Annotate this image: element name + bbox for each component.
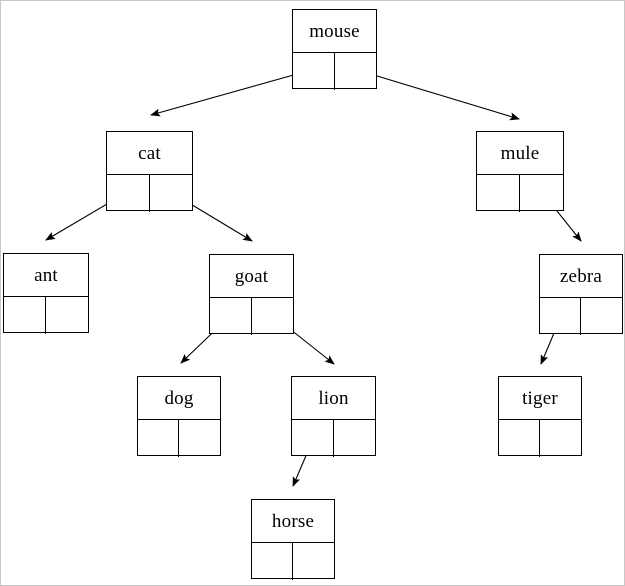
right-pointer-cell[interactable] <box>335 53 377 90</box>
tree-node-label: dog <box>138 377 220 420</box>
left-pointer-cell[interactable] <box>210 298 252 335</box>
left-pointer-cell[interactable] <box>107 175 150 212</box>
right-pointer-cell[interactable] <box>252 298 294 335</box>
right-pointer-cell[interactable] <box>293 543 334 580</box>
tree-node-dog[interactable]: dog <box>137 376 221 457</box>
left-pointer-cell[interactable] <box>477 175 520 212</box>
left-pointer-cell[interactable] <box>292 420 334 457</box>
left-pointer-cell[interactable] <box>293 53 335 90</box>
tree-node-label: mouse <box>293 10 376 53</box>
tree-node-lion[interactable]: lion <box>291 376 376 457</box>
right-pointer-cell[interactable] <box>46 297 88 334</box>
tree-node-mule[interactable]: mule <box>476 131 564 212</box>
left-pointer-cell[interactable] <box>499 420 540 457</box>
tree-node-cat[interactable]: cat <box>106 131 193 212</box>
tree-node-goat[interactable]: goat <box>209 254 294 335</box>
tree-node-label: cat <box>107 132 192 175</box>
tree-node-label: tiger <box>499 377 581 420</box>
tree-node-pointer-row <box>292 420 375 457</box>
right-pointer-cell[interactable] <box>334 420 376 457</box>
right-pointer-cell[interactable] <box>540 420 581 457</box>
tree-node-pointer-row <box>293 53 376 90</box>
tree-edge-mouse-to-cat <box>150 68 316 117</box>
tree-node-pointer-row <box>4 297 88 334</box>
left-pointer-cell[interactable] <box>138 420 179 457</box>
left-pointer-cell[interactable] <box>540 298 581 335</box>
tree-edge-mouse-to-mule <box>353 68 520 121</box>
right-pointer-cell[interactable] <box>179 420 220 457</box>
tree-node-pointer-row <box>210 298 293 335</box>
tree-node-pointer-row <box>540 298 622 335</box>
tree-node-pointer-row <box>107 175 192 212</box>
tree-node-pointer-row <box>252 543 334 580</box>
tree-node-label: mule <box>477 132 563 175</box>
right-pointer-cell[interactable] <box>150 175 193 212</box>
tree-node-label: goat <box>210 255 293 298</box>
tree-node-label: horse <box>252 500 334 543</box>
tree-node-label: ant <box>4 254 88 297</box>
tree-node-pointer-row <box>138 420 220 457</box>
tree-node-zebra[interactable]: zebra <box>539 254 623 335</box>
right-pointer-cell[interactable] <box>520 175 563 212</box>
left-pointer-cell[interactable] <box>252 543 293 580</box>
tree-node-label: lion <box>292 377 375 420</box>
tree-node-tiger[interactable]: tiger <box>498 376 582 457</box>
right-pointer-cell[interactable] <box>581 298 622 335</box>
tree-node-horse[interactable]: horse <box>251 499 335 580</box>
left-pointer-cell[interactable] <box>4 297 46 334</box>
tree-node-pointer-row <box>477 175 563 212</box>
tree-node-mouse[interactable]: mouse <box>292 9 377 90</box>
tree-node-ant[interactable]: ant <box>3 253 89 334</box>
tree-node-label: zebra <box>540 255 622 298</box>
tree-node-pointer-row <box>499 420 581 457</box>
